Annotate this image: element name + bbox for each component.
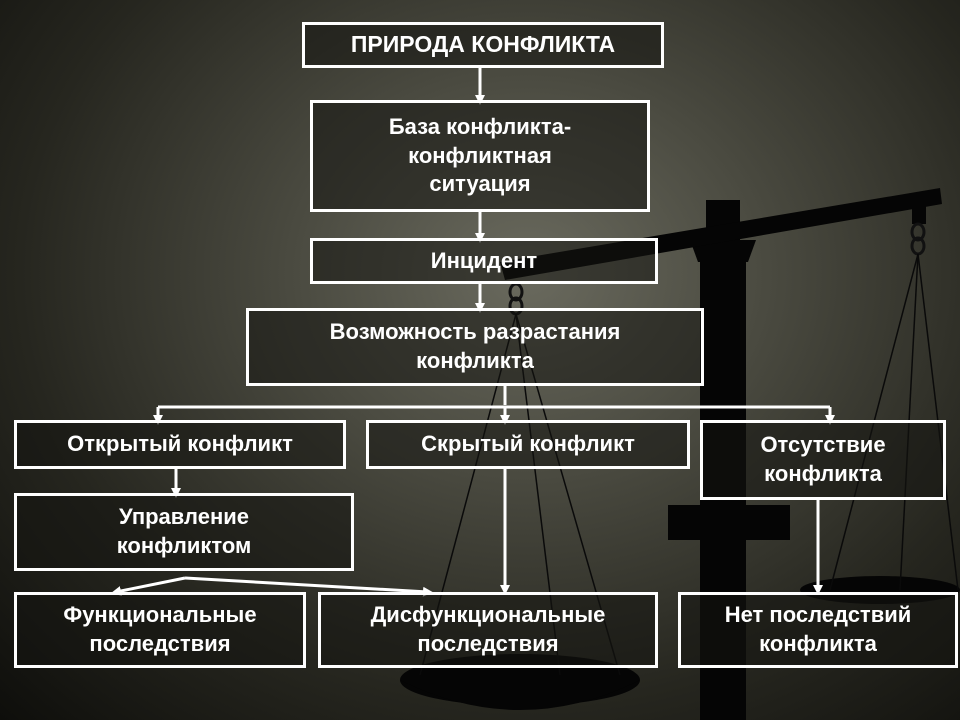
node-title: ПРИРОДА КОНФЛИКТА <box>302 22 664 68</box>
arrow-management-to-functional <box>111 576 186 596</box>
node-dysfunctional-consequences: Дисфункциональные последствия <box>318 592 658 668</box>
node-incident: Инцидент <box>310 238 658 284</box>
node-conflict-management: Управление конфликтом <box>14 493 354 571</box>
node-no-conflict: Отсутствие конфликта <box>700 420 946 500</box>
node-escalation-possibility: Возможность разрастания конфликта <box>246 308 704 386</box>
node-open-conflict: Открытый конфликт <box>14 420 346 469</box>
arrow-management-to-dysfunctional <box>184 576 433 597</box>
node-hidden-conflict: Скрытый конфликт <box>366 420 690 469</box>
node-no-consequences: Нет последствий конфликта <box>678 592 958 668</box>
node-conflict-base: База конфликта- конфликтная ситуация <box>310 100 650 212</box>
node-functional-consequences: Функциональные последствия <box>14 592 306 668</box>
